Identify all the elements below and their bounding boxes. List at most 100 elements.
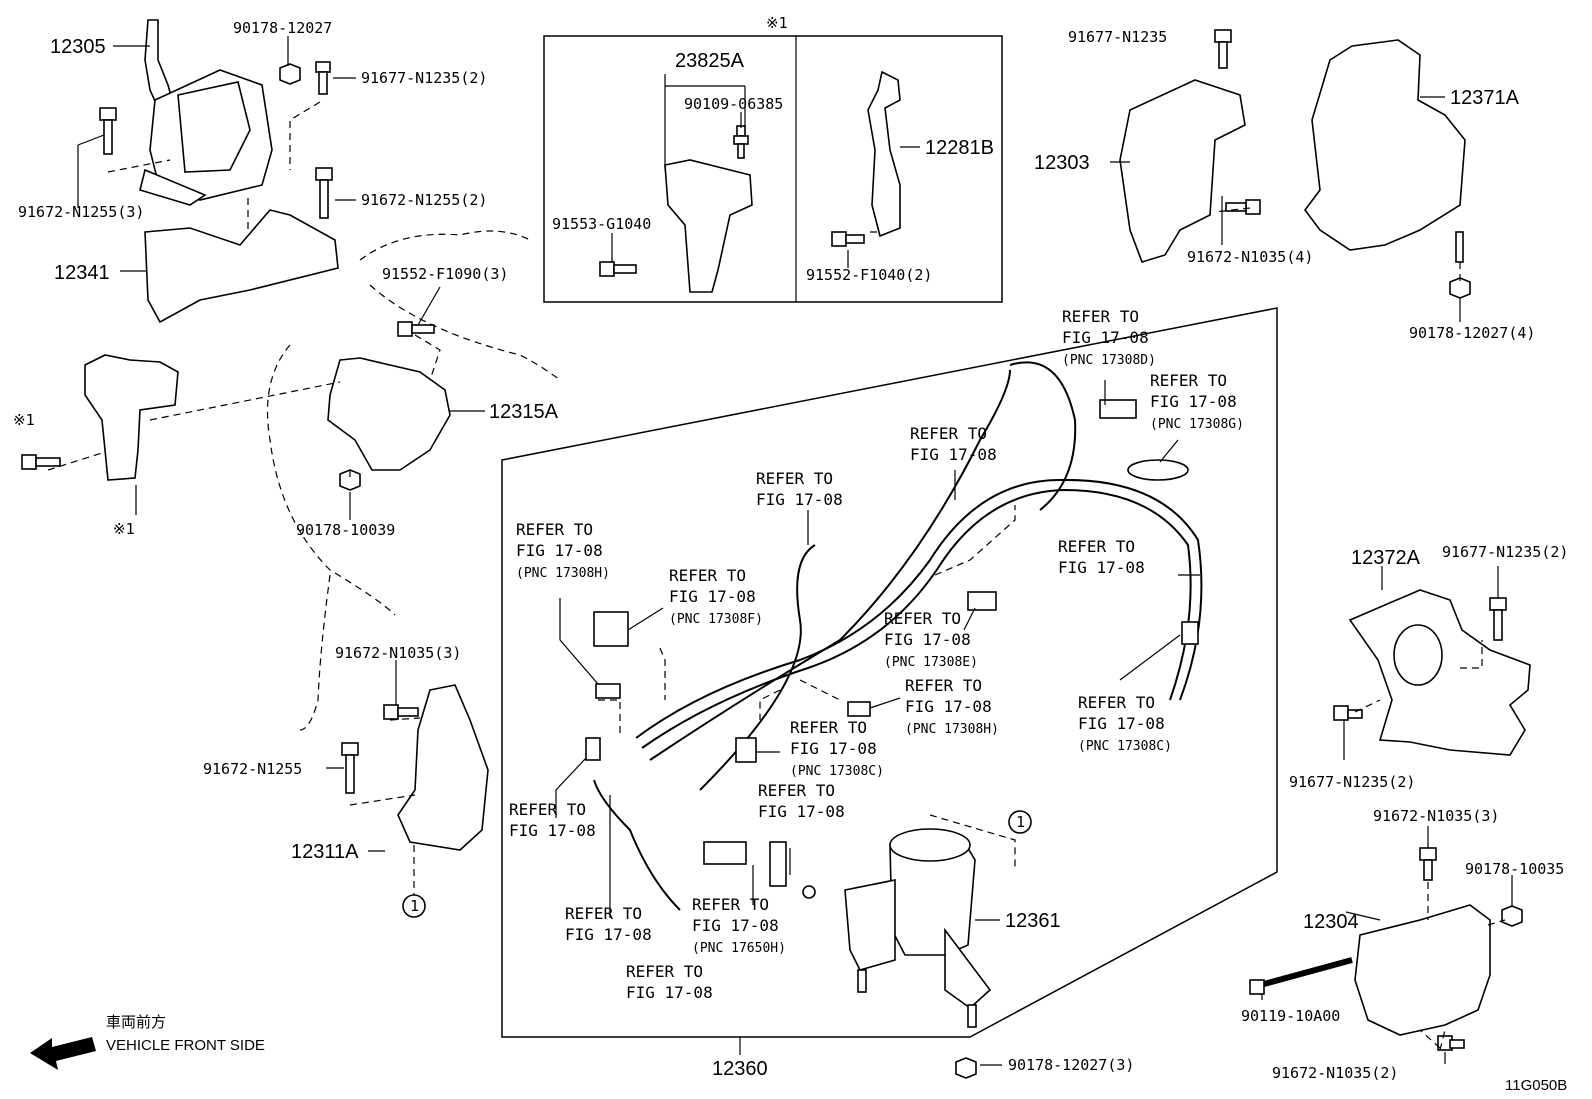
label-91672-N1035-3-left: 91672-N1035(3) xyxy=(335,644,461,662)
label-91672-N1035-4: 91672-N1035(4) xyxy=(1187,248,1313,266)
label-circle-left: 1 xyxy=(410,897,419,915)
refer-c3-3: (PNC 17308C) xyxy=(790,764,884,779)
label-91677-N1235-top: 91677-N1235 xyxy=(1068,28,1167,46)
label-12305: 12305 xyxy=(50,36,106,58)
legend: 車両前方 VEHICLE FRONT SIDE xyxy=(106,1013,265,1054)
refer-e-2: FIG 17-08 xyxy=(884,630,971,649)
leader-lines xyxy=(77,36,1513,1066)
refer-a-2: FIG 17-08 xyxy=(910,445,997,464)
refer-a-1: REFER TO xyxy=(910,424,987,443)
label-23825A: 23825A xyxy=(675,50,745,72)
label-91677-N1235-2-right: 91677-N1235(2) xyxy=(1442,543,1568,561)
bracket-x1-drawing xyxy=(84,354,179,481)
hose-lines xyxy=(593,361,1203,911)
label-91672-N1255-3: 91672-N1255(3) xyxy=(18,203,144,221)
bolt-91672-N1035-4-drawing xyxy=(1225,199,1261,215)
label-91553-G1040: 91553-G1040 xyxy=(552,215,651,233)
refer-d-1: REFER TO xyxy=(1062,307,1139,326)
refer-n-2: FIG 17-08 xyxy=(565,925,652,944)
label-12304: 12304 xyxy=(1303,911,1359,933)
bolt-91672-N1035-3-drawing xyxy=(383,704,419,720)
label-12311A: 12311A xyxy=(291,841,359,863)
refer-h2-1: REFER TO xyxy=(905,676,982,695)
label-12371A: 12371A xyxy=(1450,87,1520,109)
refer-c2-1: REFER TO xyxy=(1078,693,1155,712)
refer-g-1: REFER TO xyxy=(1150,371,1227,390)
bracket-12281B-drawing xyxy=(867,70,901,238)
stud-12371A xyxy=(1455,231,1464,263)
refer-h2-2: FIG 17-08 xyxy=(905,697,992,716)
label-91677-N1235-2-top: 91677-N1235(2) xyxy=(361,69,487,87)
bolt-91552-F1090-drawing xyxy=(397,321,435,337)
refer-h1-1: REFER TO xyxy=(516,520,593,539)
refer-g-3: (PNC 17308G) xyxy=(1150,417,1244,432)
refer-l-1: REFER TO xyxy=(509,800,586,819)
refer-c3-2: FIG 17-08 xyxy=(790,739,877,758)
refer-e-1: REFER TO xyxy=(884,609,961,628)
label-91552-F1040-2: 91552-F1040(2) xyxy=(806,266,932,284)
label-x1-bottom: ※1 xyxy=(113,520,135,538)
vehicle-front-arrow-icon xyxy=(30,1037,96,1070)
label-circle-right: 1 xyxy=(1016,813,1025,831)
refer-f-1: REFER TO xyxy=(669,566,746,585)
ref-circle-right xyxy=(1008,810,1032,834)
label-90178-10035: 90178-10035 xyxy=(1465,860,1564,878)
engine-mount-12305-drawing xyxy=(139,19,273,206)
long-bolt-90119-drawing xyxy=(1249,957,1353,995)
label-12360: 12360 xyxy=(712,1058,768,1080)
bolt-91553-drawing xyxy=(599,261,637,277)
label-91672-N1035-3-right: 91672-N1035(3) xyxy=(1373,807,1499,825)
bolt-91677-right-drawing xyxy=(1489,597,1507,641)
bolt-91677-N1235-top-drawing xyxy=(1214,29,1232,69)
label-12372A: 12372A xyxy=(1351,547,1421,569)
bolt-91672-mid-drawing xyxy=(315,167,333,219)
hose-assembly-box xyxy=(501,307,1278,1038)
label-12281B: 12281B xyxy=(925,137,994,159)
inset-box xyxy=(543,35,1003,303)
refer-b-2: FIG 17-08 xyxy=(756,490,843,509)
label-90119-10A00: 90119-10A00 xyxy=(1241,1007,1340,1025)
label-91552-F1090-3: 91552-F1090(3) xyxy=(382,265,508,283)
bolt-91552-F1040-drawing xyxy=(831,231,865,247)
bolt-91672-N1035-2-drawing xyxy=(1437,1035,1465,1051)
refer-d-3: (PNC 17308D) xyxy=(1062,353,1156,368)
bracket-12304-drawing xyxy=(1354,904,1491,1036)
refer-e-3: (PNC 17308E) xyxy=(884,655,978,670)
bracket-12315A-drawing xyxy=(327,357,451,471)
hose-clips xyxy=(585,399,1199,899)
bolt-91677-lower-drawing xyxy=(1333,705,1363,721)
refer-n-1: REFER TO xyxy=(565,904,642,923)
refer-g-2: FIG 17-08 xyxy=(1150,392,1237,411)
nut-90178-12027-3-drawing xyxy=(955,1057,977,1079)
label-90178-12027-4: 90178-12027(4) xyxy=(1409,324,1535,342)
legend-japanese: 車両前方 xyxy=(106,1013,166,1031)
figure-code: 11G050B xyxy=(1505,1077,1567,1094)
label-12341: 12341 xyxy=(54,262,110,284)
label-12361: 12361 xyxy=(1005,910,1061,932)
mount-12311A-drawing xyxy=(397,684,489,851)
label-90178-12027-3: 90178-12027(3) xyxy=(1008,1056,1134,1074)
refer-k-2: FIG 17-08 xyxy=(692,916,779,935)
assembly-dashed-lines xyxy=(47,101,1506,1051)
mount-12361-link xyxy=(929,814,1016,870)
mount-12361-drawing xyxy=(844,828,992,1028)
refer-c-1: REFER TO xyxy=(1058,537,1135,556)
label-x1-inset: ※1 xyxy=(766,14,788,32)
refer-c2-2: FIG 17-08 xyxy=(1078,714,1165,733)
bracket-12341-drawing xyxy=(144,209,339,324)
refer-c3-1: REFER TO xyxy=(790,718,867,737)
label-90109-06385: 90109-06385 xyxy=(684,95,783,113)
nut-90178-10035-drawing xyxy=(1501,905,1523,927)
refer-k-1: REFER TO xyxy=(692,895,769,914)
refer-d-2: FIG 17-08 xyxy=(1062,328,1149,347)
refer-c2-3: (PNC 17308C) xyxy=(1078,739,1172,754)
part-labels: 12305 90178-12027 91677-N1235(2) 91672-N… xyxy=(13,14,1568,1082)
label-91672-N1255-2: 91672-N1255(2) xyxy=(361,191,487,209)
bolt-91677-drawing xyxy=(315,61,331,95)
bolt-x1-drawing xyxy=(21,454,61,470)
refer-f-3: (PNC 17308F) xyxy=(669,612,763,627)
bolt-91672-N1255-drawing xyxy=(341,742,359,794)
mount-12372A-drawing xyxy=(1348,589,1531,756)
label-12303: 12303 xyxy=(1034,152,1090,174)
